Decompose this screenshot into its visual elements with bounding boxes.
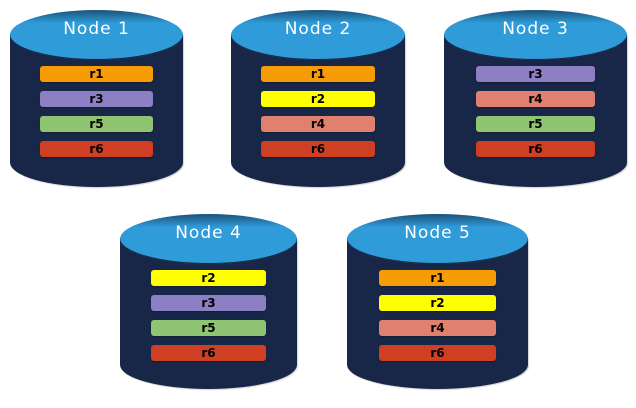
node-label: Node 3 <box>502 19 569 39</box>
replica-bar[interactable]: r2 <box>261 91 375 107</box>
replica-bar[interactable]: r5 <box>151 320 266 336</box>
replica-bar[interactable]: r4 <box>379 320 496 336</box>
replica-bar[interactable]: r6 <box>379 345 496 361</box>
node-label: Node 2 <box>284 19 352 39</box>
node-cylinder-5[interactable]: Node 5 r1 r2 r4 r6 <box>347 214 528 389</box>
replica-bar[interactable]: r3 <box>476 66 595 82</box>
replica-list: r1 r3 r5 r6 <box>10 66 183 157</box>
node-label: Node 5 <box>404 223 471 243</box>
replica-bar[interactable]: r6 <box>40 141 153 157</box>
replica-bar[interactable]: r5 <box>40 116 153 132</box>
replica-bar[interactable]: r4 <box>476 91 595 107</box>
replica-list: r1 r2 r4 r6 <box>231 66 405 157</box>
replica-list: r2 r3 r5 r6 <box>120 270 297 361</box>
replica-bar[interactable]: r1 <box>261 66 375 82</box>
replica-list: r3 r4 r5 r6 <box>444 66 627 157</box>
node-cylinder-2[interactable]: Node 2 r1 r2 r4 r6 <box>231 10 405 187</box>
replica-bar[interactable]: r2 <box>151 270 266 286</box>
replica-bar[interactable]: r4 <box>261 116 375 132</box>
replica-bar[interactable]: r3 <box>151 295 266 311</box>
replica-bar[interactable]: r3 <box>40 91 153 107</box>
replica-bar[interactable]: r2 <box>379 295 496 311</box>
node-label: Node 1 <box>63 19 130 39</box>
replica-bar[interactable]: r6 <box>476 141 595 157</box>
node-label: Node 4 <box>175 223 242 243</box>
replica-bar[interactable]: r6 <box>261 141 375 157</box>
node-cylinder-4[interactable]: Node 4 r2 r3 r5 r6 <box>120 214 297 389</box>
replica-bar[interactable]: r5 <box>476 116 595 132</box>
replica-bar[interactable]: r1 <box>379 270 496 286</box>
node-cylinder-3[interactable]: Node 3 r3 r4 r5 r6 <box>444 10 627 187</box>
cylinder-shape <box>10 10 183 187</box>
node-cylinder-1[interactable]: Node 1 r1 r3 r5 r6 <box>10 10 183 187</box>
replica-list: r1 r2 r4 r6 <box>347 270 528 361</box>
replica-bar[interactable]: r1 <box>40 66 153 82</box>
replica-bar[interactable]: r6 <box>151 345 266 361</box>
